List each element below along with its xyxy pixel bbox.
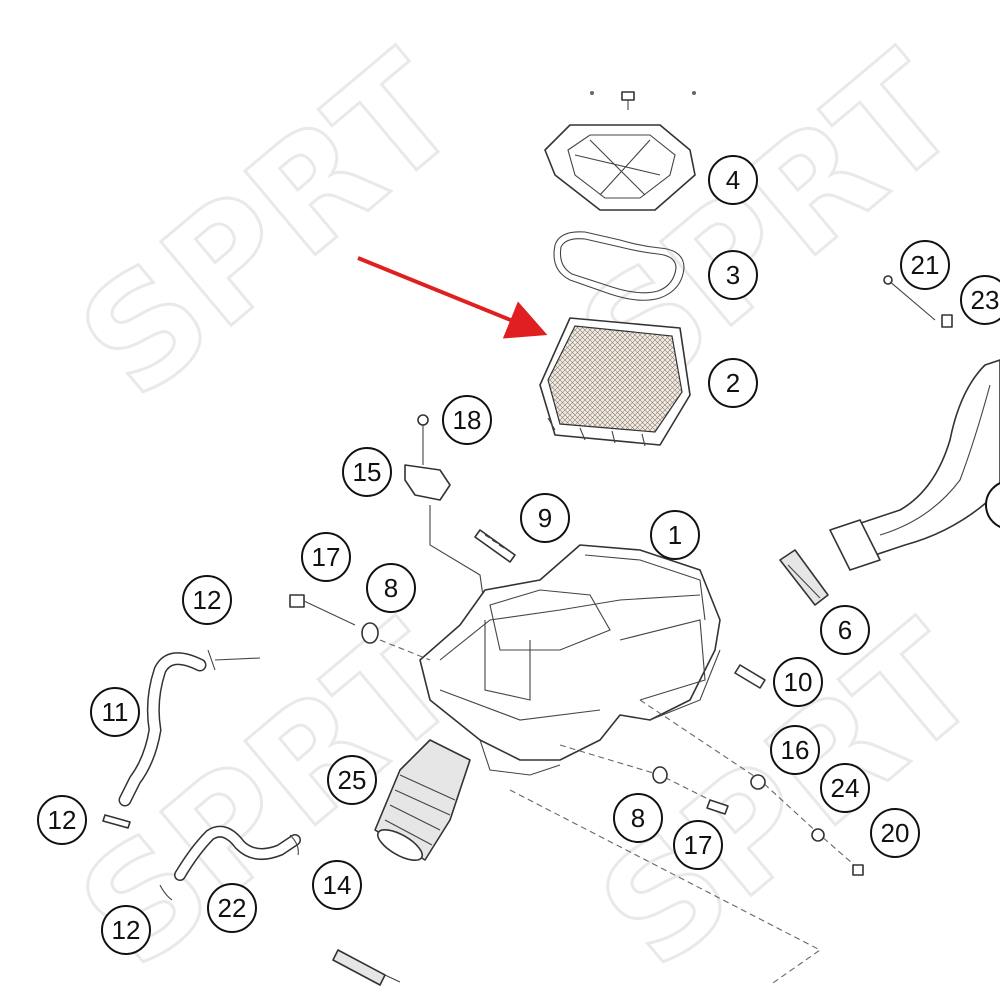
part-17-bolt-left (289, 594, 356, 626)
callout-circle (301, 532, 351, 582)
callout-label: 12 (48, 805, 77, 835)
callout-c-12a: 12 (182, 575, 232, 625)
part-8-grommet-left (361, 622, 431, 661)
callout-c-23: 23 (960, 275, 1000, 325)
callout-circle (770, 725, 820, 775)
callout-label: 16 (781, 735, 810, 765)
callout-circle (820, 605, 870, 655)
callout-circle (773, 657, 823, 707)
callout-label: 12 (112, 915, 141, 945)
callout-label: 4 (726, 165, 740, 195)
part-6-seal (779, 549, 829, 606)
callout-c-18: 18 (442, 395, 492, 445)
part-25-intake-boot (374, 739, 471, 862)
callout-c-17a: 17 (301, 532, 351, 582)
callout-circle (366, 563, 416, 613)
callout-circle (327, 755, 377, 805)
callout-c-2: 2 (708, 358, 758, 408)
callout-c-1: 1 (650, 510, 700, 560)
callout-c-4: 4 (708, 155, 758, 205)
callout-c-12c: 12 (101, 905, 151, 955)
highlight-arrow (357, 256, 548, 339)
callout-label: 8 (631, 803, 645, 833)
callout-c-24: 24 (820, 763, 870, 813)
part-1-airbox (419, 544, 721, 776)
callout-c-9: 9 (520, 493, 570, 543)
callout-c-17b: 17 (673, 820, 723, 870)
callout-c-16: 16 (770, 725, 820, 775)
callout-label: 22 (218, 893, 247, 923)
callout-c-19: 1 (985, 482, 1000, 528)
callout-c-12b: 12 (37, 795, 87, 845)
callout-label: 20 (881, 818, 910, 848)
callout-circle (708, 155, 758, 205)
callout-c-21: 21 (900, 240, 950, 290)
callout-circle (442, 395, 492, 445)
callout-circle (312, 860, 362, 910)
part-10-pin (734, 664, 766, 689)
callout-label: 11 (102, 697, 129, 727)
callout-circle (820, 763, 870, 813)
bottom-fasteners (332, 789, 822, 986)
callout-circle (870, 808, 920, 858)
part-9-bolt (474, 529, 516, 563)
part-3-gasket (553, 231, 685, 301)
part-4-cover (544, 91, 696, 211)
callout-label: 24 (831, 773, 860, 803)
callout-c-22: 22 (207, 883, 257, 933)
callout-c-11: 11 (90, 687, 140, 737)
callout-circle (182, 575, 232, 625)
callout-c-6: 6 (820, 605, 870, 655)
callout-label: 17 (684, 830, 713, 860)
callout-circle (673, 820, 723, 870)
callout-circle (342, 447, 392, 497)
callout-label: 14 (323, 870, 352, 900)
callout-label: 9 (538, 503, 552, 533)
callout-c-8b: 8 (613, 793, 663, 843)
callout-label: 3 (726, 260, 740, 290)
callout-circle (708, 358, 758, 408)
callout-label: 17 (312, 542, 341, 572)
callout-label: 10 (784, 667, 813, 697)
callout-circle (520, 493, 570, 543)
callout-circle (101, 905, 151, 955)
part-19-intake-duct (829, 275, 1000, 571)
callout-circle (900, 240, 950, 290)
callout-label: 23 (971, 285, 1000, 315)
right-fasteners (559, 699, 864, 876)
callout-label: 15 (353, 457, 382, 487)
callout-label: 6 (838, 615, 852, 645)
part-2-air-filter (539, 317, 691, 447)
part-22-hose (102, 814, 301, 901)
callout-c-15: 15 (342, 447, 392, 497)
callout-label: 2 (726, 368, 740, 398)
callout-circle (207, 883, 257, 933)
callout-circle (613, 793, 663, 843)
callout-label: 21 (911, 250, 940, 280)
callout-c-14: 14 (312, 860, 362, 910)
part-11-hose (118, 649, 261, 807)
callout-label: 8 (384, 573, 398, 603)
callout-circle (650, 510, 700, 560)
callout-c-8a: 8 (366, 563, 416, 613)
callout-circle (960, 275, 1000, 325)
callout-circle (708, 250, 758, 300)
callout-c-20: 20 (870, 808, 920, 858)
callout-c-3: 3 (708, 250, 758, 300)
callout-c-25: 25 (327, 755, 377, 805)
callout-c-10: 10 (773, 657, 823, 707)
callout-label: 18 (453, 405, 482, 435)
callout-label: 1 (668, 520, 682, 550)
callout-label: 12 (193, 585, 222, 615)
callout-label: 25 (338, 765, 367, 795)
callout-circle (90, 687, 140, 737)
part-15-sensor (404, 414, 486, 611)
callout-circle (37, 795, 87, 845)
callout-circle (985, 482, 1000, 528)
